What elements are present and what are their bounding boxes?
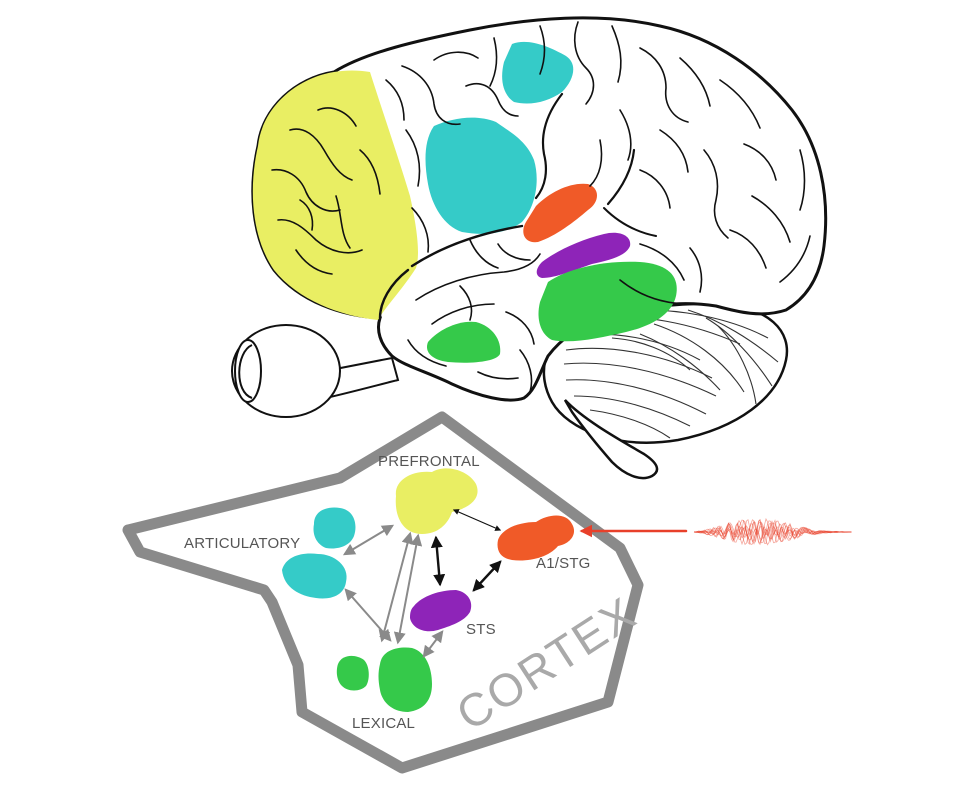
- premotor-region: [425, 117, 537, 234]
- lexical-node-large: [378, 647, 432, 712]
- brainstem: [563, 399, 659, 480]
- sound-wave-trace: [693, 519, 852, 545]
- motor-region: [502, 41, 574, 104]
- sts-node: [410, 590, 472, 632]
- frontal-pole-region: [252, 70, 418, 320]
- sound-wave-trace: [693, 520, 852, 546]
- sound-wave-icon: [693, 517, 852, 546]
- sound-wave-trace: [693, 519, 852, 544]
- sound-wave-trace: [693, 519, 852, 544]
- sts-label: STS: [466, 621, 496, 638]
- a1-stg-node: [497, 515, 575, 561]
- sound-wave-trace: [693, 520, 852, 545]
- sound-wave-trace: [694, 518, 852, 543]
- a1-stg-label: A1/STG: [536, 555, 591, 572]
- lexical-node-small: [336, 655, 369, 691]
- sulci-lines: [271, 21, 811, 393]
- connection-arrows: [342, 509, 688, 658]
- lexical-label: LEXICAL: [352, 715, 415, 732]
- articulatory-node-bottom: [282, 553, 347, 599]
- cortex-network: PREFRONTAL ARTICULATORY A1/STG STS LEXIC…: [122, 411, 688, 774]
- prefrontal-label: PREFRONTAL: [378, 453, 480, 470]
- eye-icon: [231, 324, 400, 418]
- articulatory-node-top: [313, 507, 356, 549]
- cortex-outline: [122, 411, 644, 774]
- prefrontal-node: [395, 468, 478, 534]
- temporal-lexical-region: [538, 261, 677, 342]
- sound-wave-trace: [693, 521, 852, 546]
- sound-wave-trace: [693, 517, 852, 543]
- anterior-temporal-region: [426, 321, 501, 363]
- brain-illustration: [231, 16, 828, 480]
- sound-wave-trace: [693, 521, 852, 546]
- articulatory-label: ARTICULATORY: [184, 535, 300, 552]
- sts-region: [536, 232, 631, 278]
- stg-region: [523, 183, 597, 243]
